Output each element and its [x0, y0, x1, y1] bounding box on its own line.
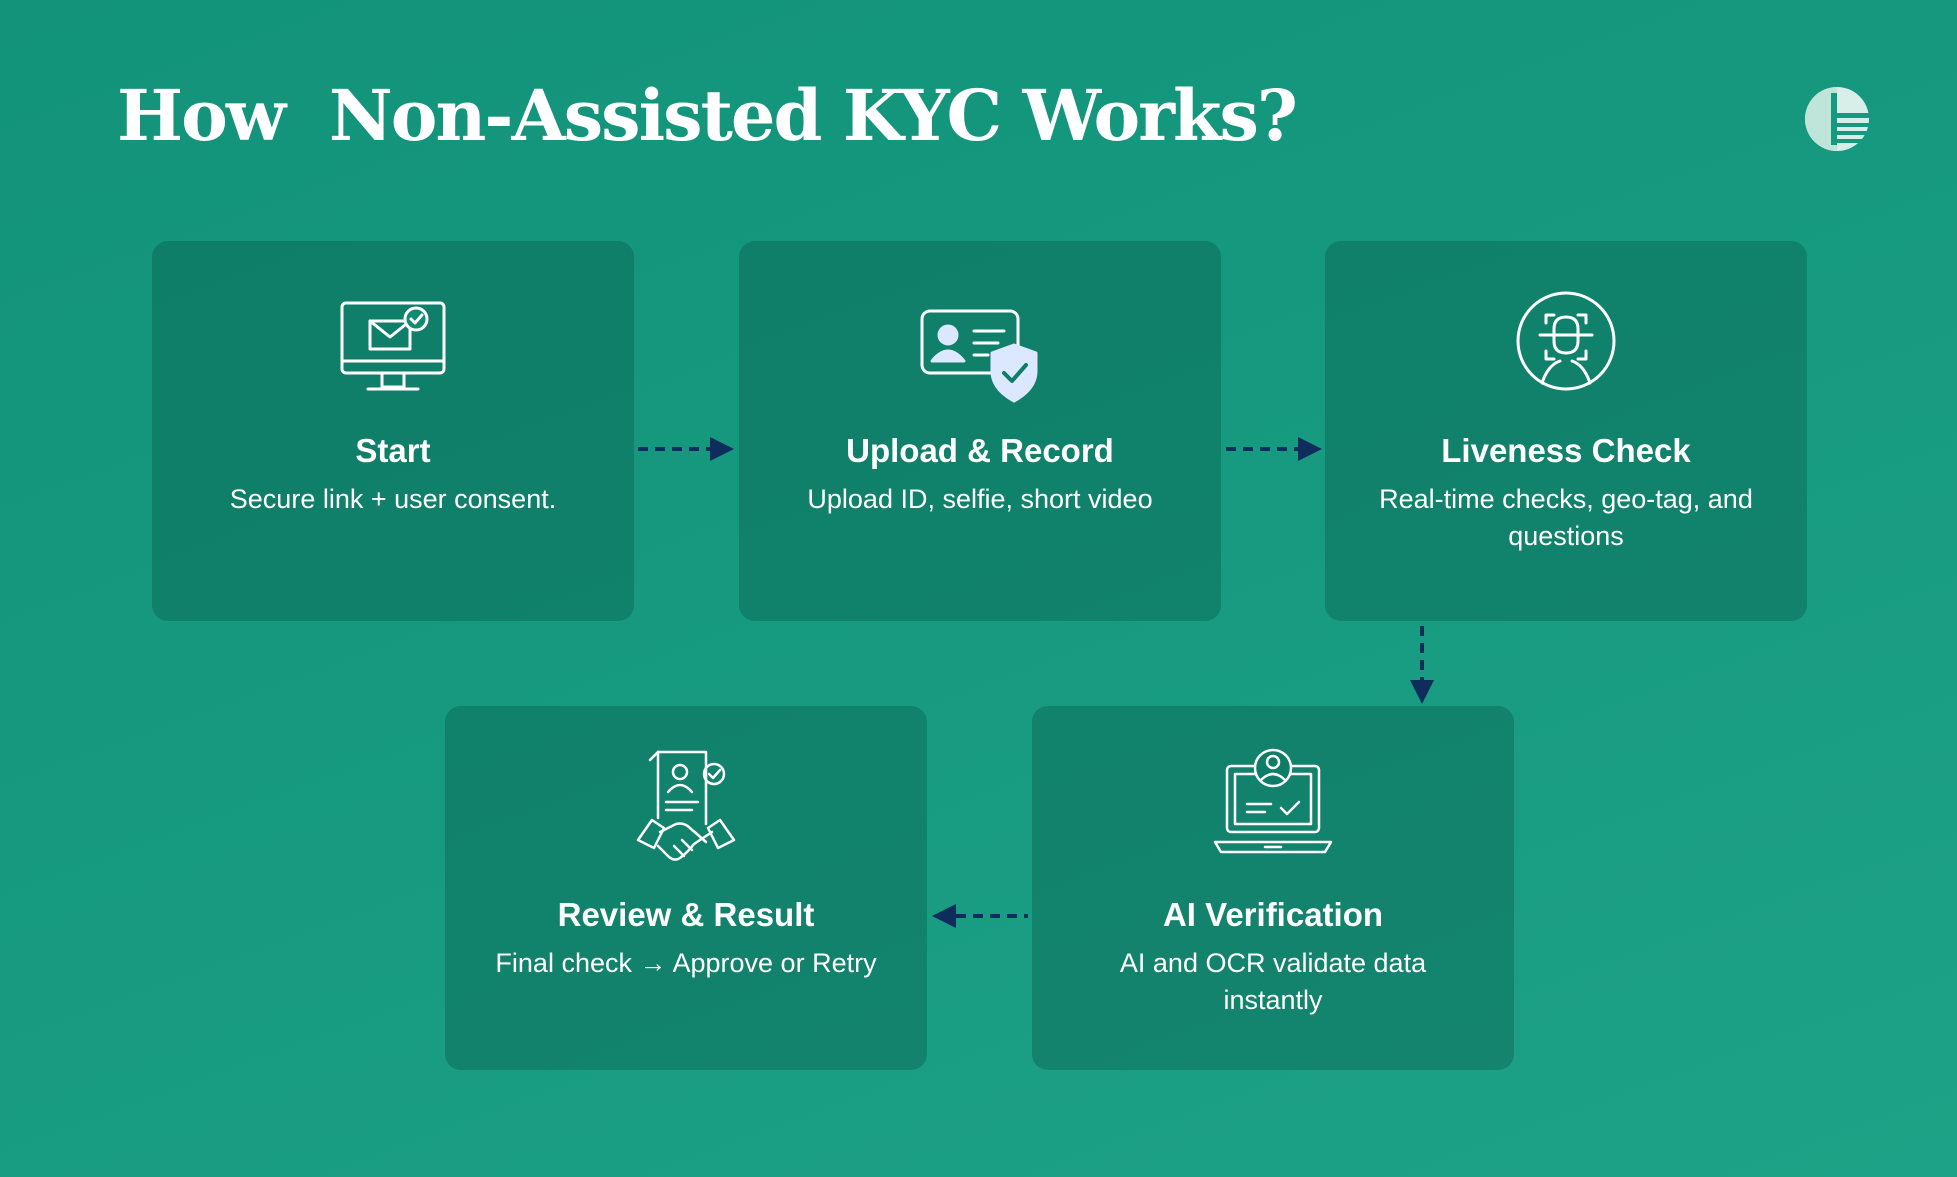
- arrow-upload-to-liveness: [1226, 437, 1322, 461]
- computer-envelope-check-icon: [340, 301, 446, 391]
- face-scan-icon: [1516, 291, 1616, 391]
- brand-logo-icon: [1805, 87, 1869, 151]
- document-handshake-icon: [636, 750, 736, 861]
- arrow-ai-to-review: [932, 904, 1028, 928]
- arrow-liveness-to-ai: [1410, 626, 1434, 704]
- laptop-user-check-icon: [1213, 748, 1333, 854]
- step-card-review-result: Review & Result Final check → Approve or…: [445, 706, 927, 1070]
- page-title: How Non-Assisted KYC Works?: [117, 74, 1298, 157]
- step-title: Start: [355, 432, 431, 469]
- step-description: Secure link + user consent.: [229, 484, 557, 514]
- step-description: Real-time checks, geo-tag, and questions: [1379, 484, 1753, 551]
- step-title: Upload & Record: [846, 432, 1114, 469]
- step-card-liveness-check: Liveness Check Real-time checks, geo-tag…: [1325, 241, 1807, 621]
- step-card-upload-record: Upload & Record Upload ID, selfie, short…: [739, 241, 1221, 621]
- step-card-start: Start Secure link + user consent.: [152, 241, 634, 621]
- step-description: Upload ID, selfie, short video: [807, 484, 1153, 514]
- id-card-shield-icon: [920, 309, 1038, 403]
- step-card-ai-verification: AI Verification AI and OCR validate data…: [1032, 706, 1514, 1070]
- arrow-start-to-upload: [638, 437, 734, 461]
- step-description: Final check → Approve or Retry: [495, 948, 877, 978]
- step-title: Liveness Check: [1441, 432, 1691, 469]
- step-title: AI Verification: [1162, 896, 1384, 933]
- step-description: AI and OCR validate data instantly: [1119, 948, 1427, 1015]
- step-title: Review & Result: [557, 896, 815, 933]
